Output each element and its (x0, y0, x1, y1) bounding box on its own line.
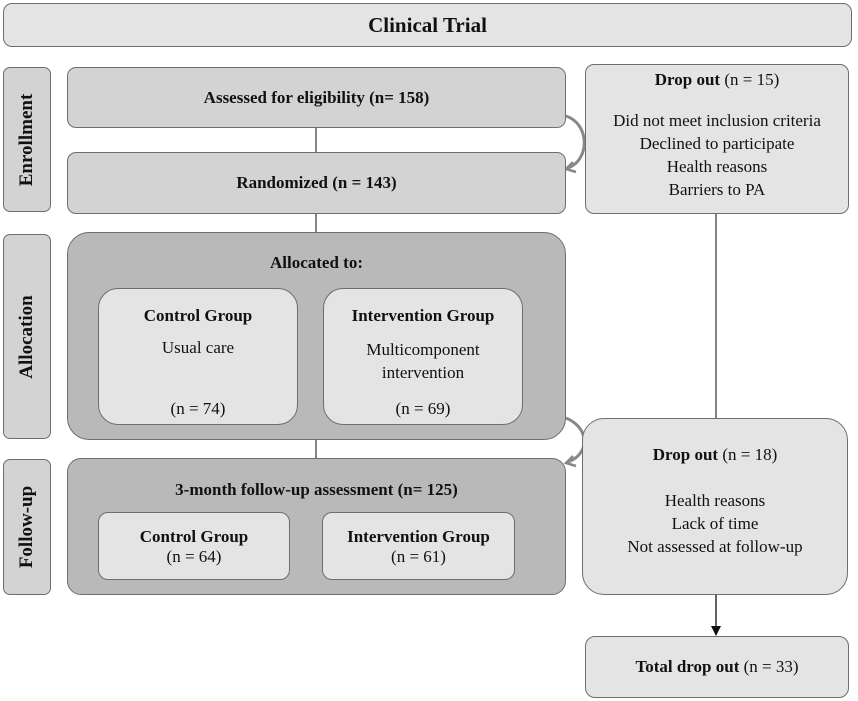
stage-label-followup: Follow-up (3, 459, 51, 595)
randomized-n: (n = 143) (332, 173, 397, 192)
dropout1-reason: Did not meet inclusion criteria (613, 111, 821, 130)
stage-label-enrollment: Enrollment (3, 67, 51, 212)
dropout2-reason: Not assessed at follow-up (627, 537, 803, 556)
dropout2-label: Drop out (652, 445, 719, 464)
followup-intervention-n: (n = 61) (391, 547, 446, 566)
allocation-intervention-desc-line1: Multicomponent (366, 340, 480, 359)
allocation-header: Allocated to: (269, 253, 363, 272)
dropout-followup-box: Drop out (n = 18) Health reasons Lack of… (582, 418, 848, 595)
dropout2-reason: Health reasons (664, 491, 766, 510)
followup-header: 3-month follow-up assessment (175, 480, 394, 499)
randomized-box: Randomized (n = 143) (67, 152, 566, 214)
followup-header-n: (n= 125) (397, 480, 458, 499)
dropout2-n: (n = 18) (722, 445, 778, 464)
assessed-for-eligibility-box: Assessed for eligibility (n= 158) (67, 67, 566, 128)
diagram-title-box: Clinical Trial (3, 3, 852, 47)
allocation-intervention-box: Intervention Group Multicomponent interv… (323, 288, 523, 425)
stage-label-allocation: Allocation (3, 234, 51, 439)
dropout1-label: Drop out (654, 70, 721, 89)
allocation-control-desc: Usual care (161, 338, 235, 357)
dropout-enrollment-box: Drop out (n = 15) Did not meet inclusion… (585, 64, 849, 214)
dropout2-reason: Lack of time (671, 514, 759, 533)
randomized-label: Randomized (236, 173, 328, 192)
total-dropout-box: Total drop out (n = 33) (585, 636, 849, 698)
followup-control-n: (n = 64) (166, 547, 222, 566)
dropout1-reason: Declined to participate (639, 134, 795, 153)
allocation-control-box: Control Group Usual care (n = 74) (98, 288, 298, 425)
followup-intervention-box: Intervention Group (n = 61) (322, 512, 515, 580)
total-dropout-label: Total drop out (635, 657, 740, 676)
allocation-intervention-n: (n = 69) (395, 399, 451, 418)
total-dropout-n: (n = 33) (743, 657, 799, 676)
allocation-intervention-title: Intervention Group (351, 306, 495, 325)
followup-control-box: Control Group (n = 64) (98, 512, 290, 580)
curved-arrow-enrollment (565, 114, 586, 170)
allocation-control-title: Control Group (143, 306, 253, 325)
dropout1-n: (n = 15) (724, 70, 780, 89)
diagram-title: Clinical Trial (368, 12, 487, 37)
followup-control-title: Control Group (139, 527, 249, 546)
assessed-label: Assessed for eligibility (203, 87, 365, 107)
allocation-control-n: (n = 74) (170, 399, 226, 418)
allocation-intervention-desc-line2: intervention (381, 363, 465, 382)
followup-intervention-title: Intervention Group (347, 527, 490, 546)
dropout1-reason: Health reasons (666, 157, 768, 176)
dropout1-reason: Barriers to PA (668, 180, 766, 199)
assessed-n: (n= 158) (369, 87, 430, 107)
